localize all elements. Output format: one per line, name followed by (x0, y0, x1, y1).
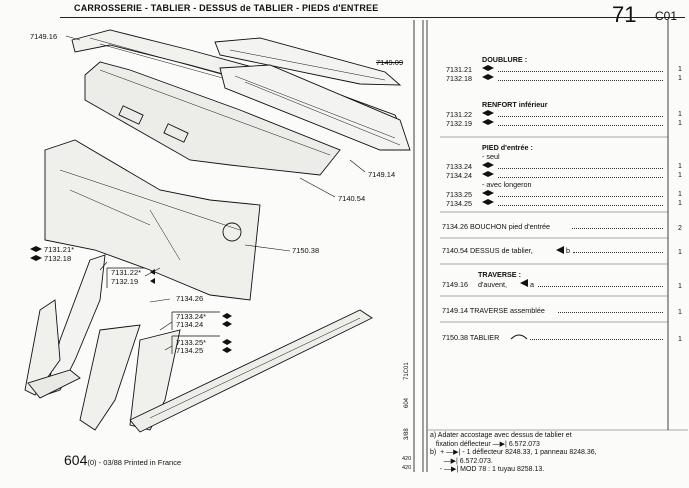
part-7133-25: 7133.25 (446, 190, 472, 199)
label-7131-21: 7131.21* (44, 245, 75, 254)
side-code: 604 (404, 397, 410, 408)
label-7132-19: 7132.19 (111, 277, 139, 286)
note-ref-b: b (566, 246, 570, 255)
page-title: CARROSSERIE - TABLIER - DESSUS de TABLIE… (74, 3, 379, 13)
side-code: 420 (402, 465, 412, 471)
label-7134-26: 7134.26 (176, 294, 204, 303)
qty: 1 (678, 120, 682, 127)
part-7133-24: 7133.24 (446, 162, 472, 171)
qty: 1 (678, 75, 682, 82)
note-b-line3: - —▶| MOD 78 : 1 tuyau 8258.13. (430, 466, 545, 473)
part-7140-54: 7140.54 DESSUS de tablier, (442, 246, 533, 255)
part-7149-14: 7149.14 TRAVERSE assemblée (442, 306, 545, 315)
seul-label: - seul (482, 152, 500, 161)
label-7134-24: 7134.24 (176, 320, 204, 329)
note-b-mod: MOD 78 : 1 tuyau 8258.13. (460, 466, 545, 473)
notes-block: a) Adater accostage avec dessus de tabli… (430, 432, 597, 475)
label-7132-18: 7132.18 (44, 254, 72, 263)
note-a-line2: fixation déflecteur —▶| 6.572.073 (435, 440, 540, 448)
qty: 1 (678, 336, 682, 343)
label-7133-24: 7133.24* (176, 312, 207, 321)
part-7132-19: 7132.19 (446, 119, 472, 128)
label-7149-16: 7149.16 (30, 32, 58, 41)
footer-model: 604 (64, 452, 88, 468)
dessus-tablier-part (84, 61, 341, 176)
note-b-label: b) (430, 449, 437, 456)
footer-edition: (0) - 03/88 Printed in France (87, 458, 182, 467)
label-7150-38: 7150.38 (292, 246, 320, 255)
note-b-line1: b) + —▶| - 1 déflecteur 8248.33, 1 panne… (430, 449, 597, 456)
page-code: C01 (655, 9, 678, 23)
note-ref-a: a (530, 280, 534, 289)
qty: 1 (678, 191, 682, 198)
note-b-line2: —▶| 6.572.073. (430, 457, 493, 465)
part-7132-18: 7132.18 (446, 74, 472, 83)
side-code: 3/88 (404, 428, 410, 440)
note-a-text: fixation déflecteur (435, 440, 491, 448)
part-7134-25: 7134.25 (446, 199, 472, 208)
qty: 2 (678, 225, 682, 232)
traverse-09-part (214, 37, 402, 86)
longeron-part (129, 309, 373, 433)
doublure-title: DOUBLURE : (482, 55, 528, 64)
part-7134-26: 7134.26 BOUCHON pied d'entrée (442, 222, 551, 231)
pied-entree-part (79, 324, 141, 431)
label-7149-09: 7149.09 (376, 58, 404, 67)
label-7140-54: 7140.54 (338, 194, 366, 203)
part-7131-22: 7131.22 (446, 110, 472, 119)
qty: 1 (678, 200, 682, 207)
qty: 1 (678, 66, 682, 73)
side-code: 71C01 (404, 362, 410, 380)
qty: 1 (678, 163, 682, 170)
part-7149-16: 7149.16 (442, 280, 468, 289)
label-7134-25: 7134.25 (176, 346, 204, 355)
traverse-assemblee-part (219, 64, 411, 151)
note-b-ref: 6.572.073. (459, 457, 493, 465)
tablier-part (44, 139, 261, 301)
qty: 1 (678, 111, 682, 118)
header-rule (60, 17, 685, 18)
note-a-ref: 6.572.073 (508, 440, 540, 448)
page-number: 71 (612, 2, 637, 27)
part-7150-38: 7150.38 TABLIER (442, 333, 500, 342)
traverse-desc: d'auvent, (478, 280, 507, 289)
label-7133-25: 7133.25* (176, 338, 207, 347)
qty: 1 (678, 283, 682, 290)
label-7131-22: 7131.22* (111, 268, 142, 277)
note-a-line1: a) Adater accostage avec dessus de tabli… (430, 432, 572, 439)
avec-label: - avec longeron (482, 180, 532, 189)
pied-title: PIED d'entrée : (482, 143, 533, 152)
note-b-text: - 1 déflecteur 8248.33, 1 panneau 8248.3… (462, 449, 597, 456)
qty: 1 (678, 172, 682, 179)
qty: 1 (678, 309, 682, 316)
qty: 1 (678, 249, 682, 256)
traverse-title: TRAVERSE : (478, 270, 521, 279)
part-7131-21: 7131.21 (446, 65, 472, 74)
part-7134-24: 7134.24 (446, 171, 472, 180)
label-7149-14: 7149.14 (368, 170, 396, 179)
side-code: 420 (402, 456, 412, 462)
renfort-title: RENFORT inférieur (482, 100, 548, 109)
bouchon-part (27, 369, 81, 399)
footer: 604(0) - 03/88 Printed in France (64, 452, 181, 468)
